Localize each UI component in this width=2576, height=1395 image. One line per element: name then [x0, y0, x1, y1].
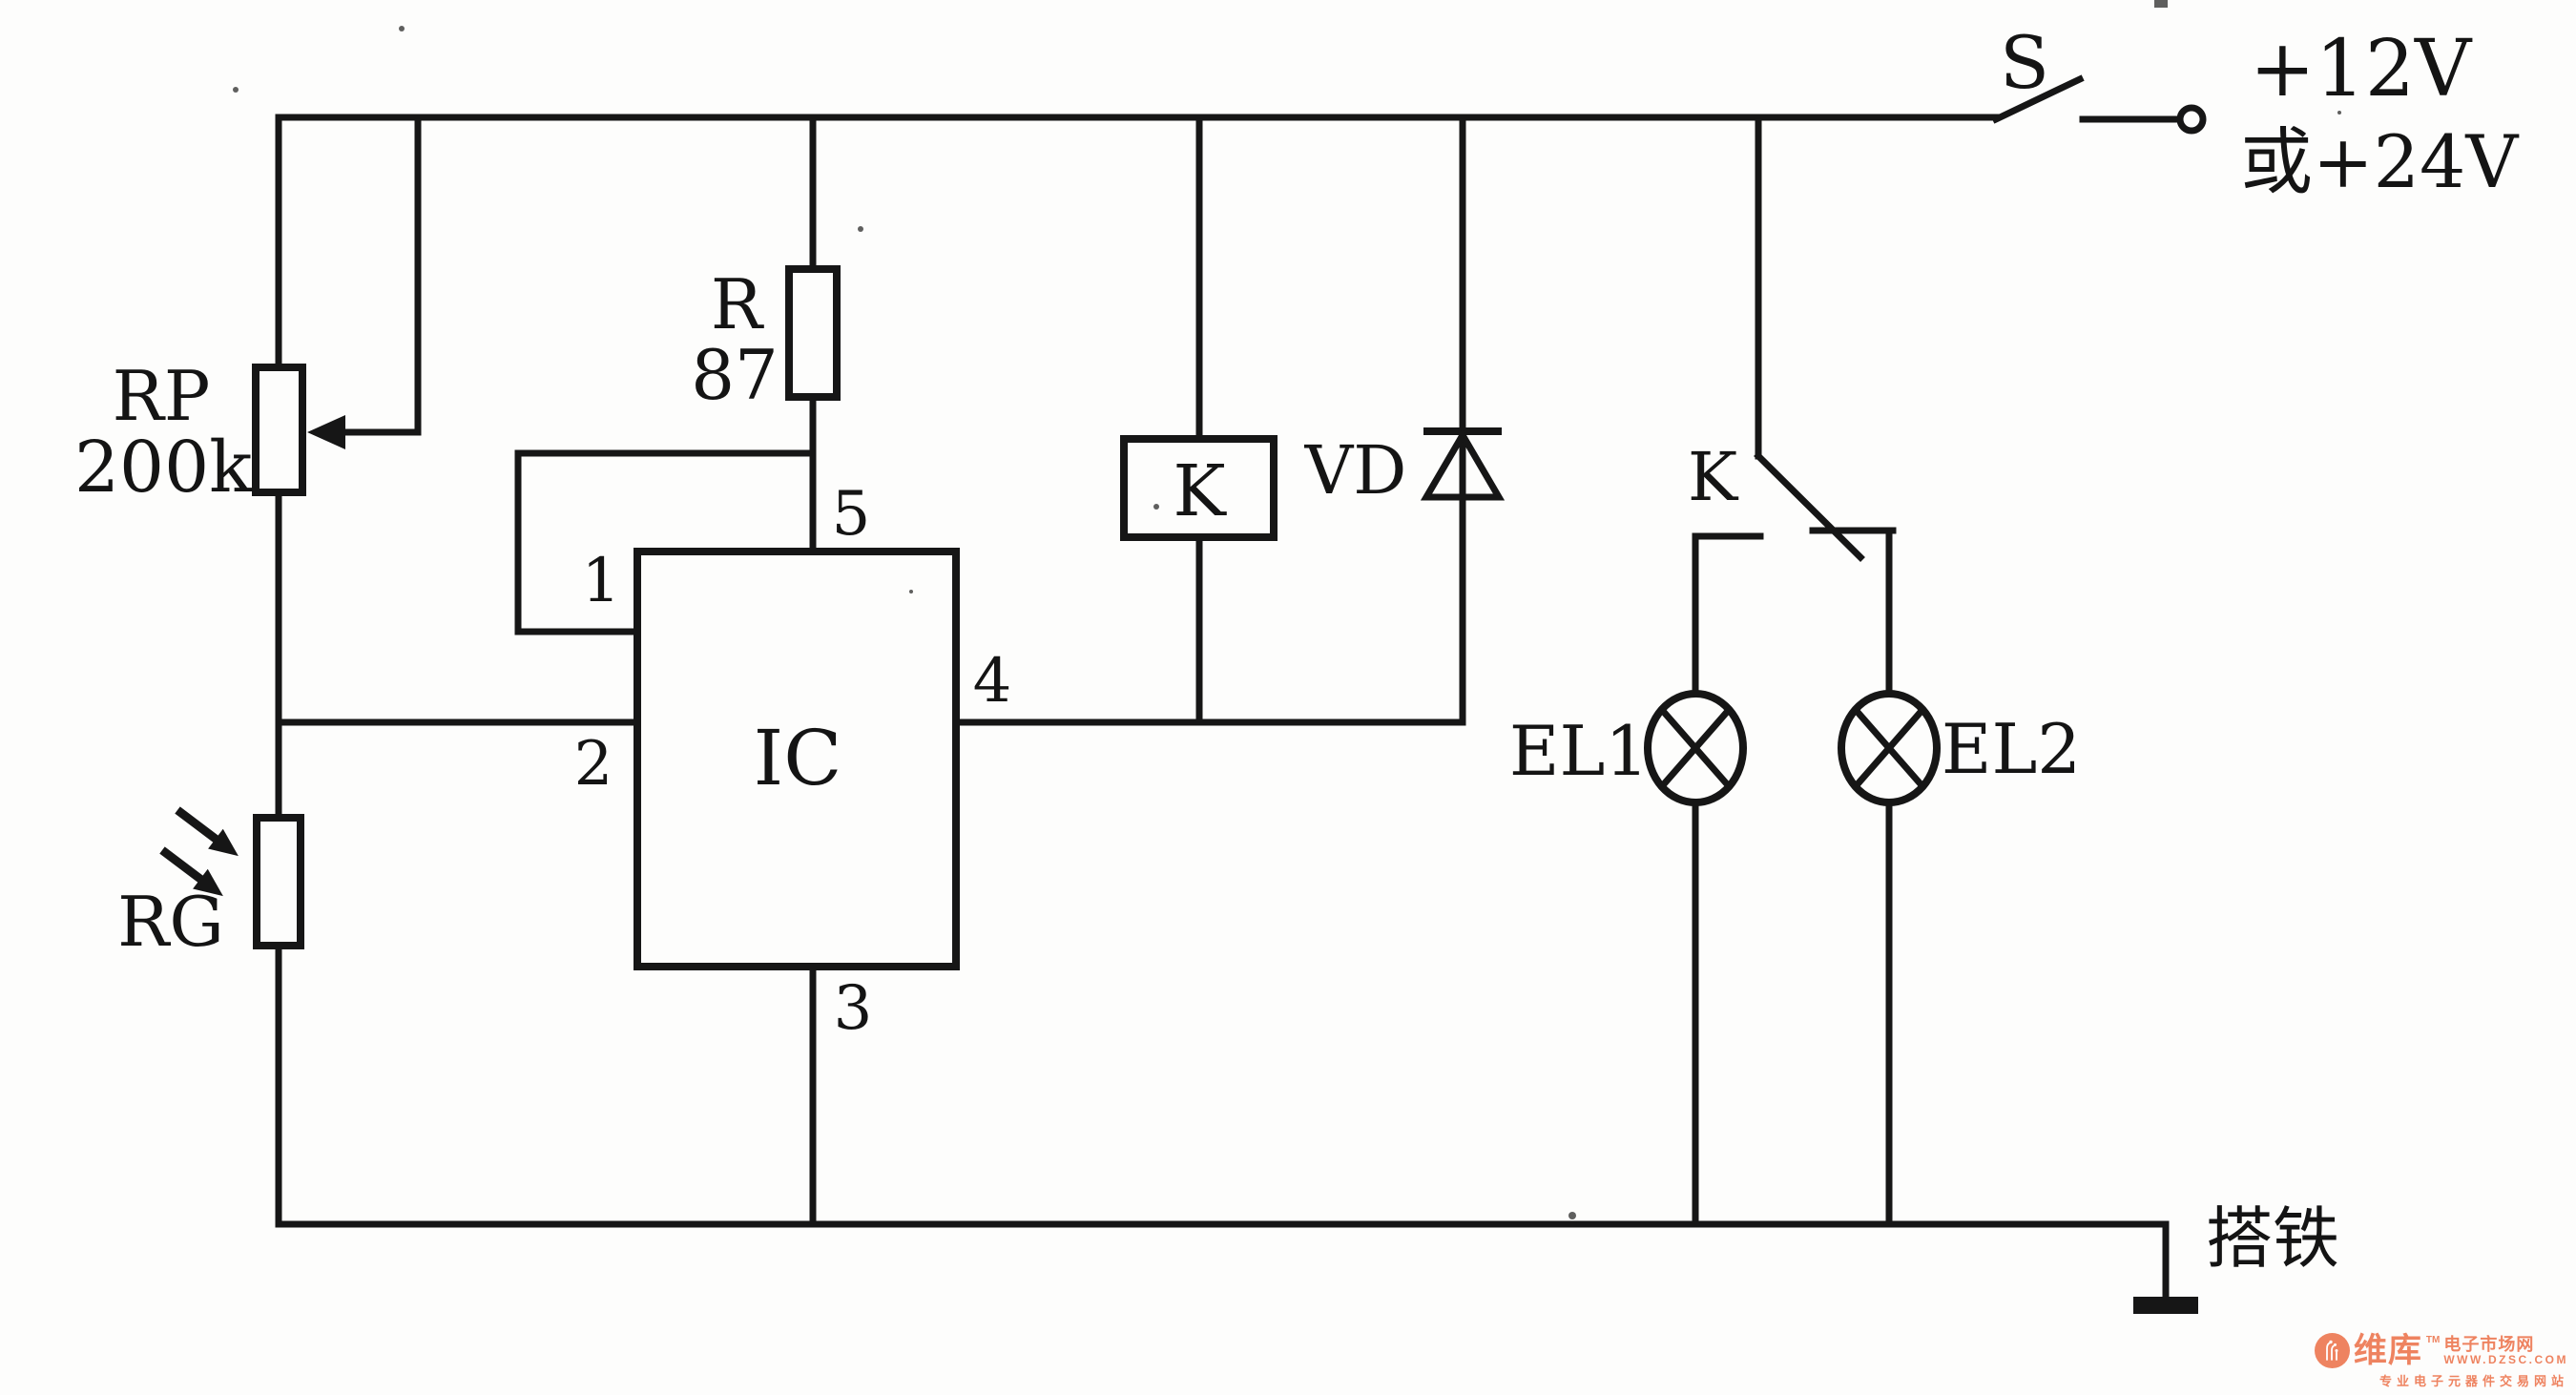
- watermark-brand-right: 电子市场网 WWW.DZSC.COM: [2443, 1334, 2568, 1366]
- relay-coil-ref: K: [1173, 450, 1227, 532]
- relay-contact-ref: K: [1688, 438, 1739, 516]
- lamp-el1: EL1: [1509, 690, 1747, 806]
- diode-vd: VD: [1304, 427, 1506, 510]
- resistor-value: 87: [691, 335, 779, 415]
- pin1-feedback-wire: [514, 449, 817, 635]
- lamp1-cross-icon: [1657, 705, 1734, 791]
- photoresistor-body: [253, 814, 304, 949]
- lamp2-cross-icon: [1851, 705, 1927, 791]
- potentiometer-value: 200k: [74, 427, 253, 509]
- watermark-tagline: 专业电子元器件交易网站: [2379, 1374, 2568, 1388]
- wiper-arrowhead-icon: [307, 415, 345, 449]
- wires: [275, 114, 2170, 1301]
- lamp1-ref: EL1: [1509, 711, 1649, 791]
- ic-pin2-label: 2: [574, 729, 613, 800]
- ic-body: [634, 548, 960, 970]
- wiper-wire: [328, 114, 422, 436]
- lamp2-ref: EL2: [1942, 709, 2081, 789]
- lamp-el2: EL2: [1838, 690, 2081, 806]
- diode-ref: VD: [1304, 431, 1407, 510]
- relay-contact-k: K: [1688, 438, 1897, 562]
- diode-triangle: [1420, 428, 1506, 501]
- resistor-r87: R 87: [691, 264, 841, 415]
- switch-label: S: [2000, 20, 2049, 105]
- watermark-tm: TM: [2425, 1335, 2441, 1345]
- contact-blade: [1754, 451, 1865, 562]
- light-arrow-icon: [175, 806, 239, 857]
- relay-coil-k: K: [1120, 435, 1278, 541]
- resistor-body: [785, 265, 841, 401]
- light-arrow-icon: [159, 846, 223, 897]
- potentiometer-body: [252, 364, 306, 496]
- photoresistor-ref: RG: [117, 882, 224, 962]
- ic-pin1-label: 1: [582, 546, 621, 616]
- switch-blade: [1991, 74, 2085, 124]
- ic-ref: IC: [754, 714, 842, 802]
- ic-pin5-label: 5: [832, 479, 871, 550]
- ic-block: IC 1 2 3 4 5: [574, 479, 1012, 1044]
- ic-pin3-label: 3: [834, 973, 873, 1044]
- scan-specks: [233, 0, 2341, 1219]
- switch-terminal-circle: [2176, 104, 2207, 135]
- watermark-url: WWW.DZSC.COM: [2443, 1352, 2568, 1366]
- watermark: 维库 TM 电子市场网 WWW.DZSC.COM 专业电子元器件交易网站: [2314, 1332, 2568, 1389]
- ground-label: 搭铁: [2206, 1199, 2339, 1278]
- relay-coil-body: [1120, 435, 1278, 541]
- chassis-ground: 搭铁: [2133, 1199, 2339, 1314]
- potentiometer-rp: RP 200k: [74, 356, 345, 509]
- voltage-label-line2: 或+24V: [2240, 119, 2519, 204]
- watermark-brand-suffix: 电子市场网: [2443, 1334, 2535, 1354]
- potentiometer-ref: RP: [113, 356, 211, 436]
- power-switch: S +12V 或+24V: [1991, 20, 2519, 204]
- resistor-ref: R: [711, 264, 764, 344]
- watermark-brand-row: 维库 TM 电子市场网 WWW.DZSC.COM: [2314, 1332, 2568, 1369]
- ic-pin4-label: 4: [973, 646, 1012, 717]
- watermark-logo-icon: [2314, 1333, 2350, 1368]
- watermark-brand: 维库: [2353, 1332, 2422, 1369]
- photoresistor-rg: RG: [117, 806, 304, 962]
- voltage-label-line1: +12V: [2250, 24, 2473, 115]
